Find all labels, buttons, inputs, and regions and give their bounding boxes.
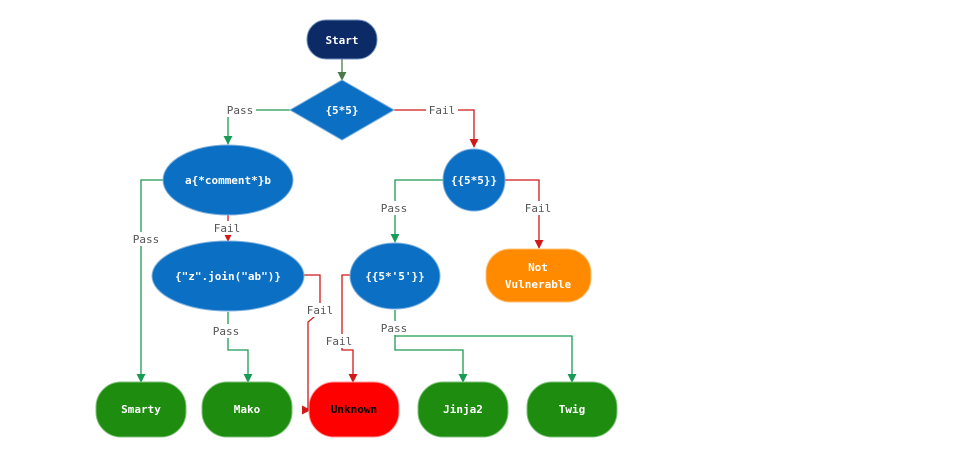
svg-text:{{5*'5'}}: {{5*'5'}} [365,270,425,283]
edge-d3-pass-twig [395,335,577,383]
svg-text:Unknown: Unknown [331,403,377,416]
node-smarty: Smarty [95,381,187,438]
svg-text:Not: Not [528,261,548,274]
svg-text:Twig: Twig [559,403,586,416]
svg-text:Start: Start [325,34,358,47]
svg-text:Mako: Mako [234,403,261,416]
node-double-brace-test: {{5*5}} [442,148,506,212]
node-not-vulnerable: Not Vulnerable [485,248,592,303]
label-d1-pass: Pass [227,104,254,117]
label-join-fail: Fail [307,304,334,317]
label-d1-fail: Fail [429,104,456,117]
edge-d1-fail-d2 [394,109,479,148]
label-d2-fail: Fail [525,202,552,215]
label-comment-pass: Pass [133,233,160,246]
node-start: Start [306,19,378,60]
label-d2-pass: Pass [381,202,408,215]
node-decision-5x5: {5*5} [288,79,396,141]
svg-text:{"z".join("ab")}: {"z".join("ab")} [175,270,281,283]
svg-text:Jinja2: Jinja2 [443,403,483,416]
edge-d3-fail-unknown [341,274,358,383]
edge-d2-pass-d3 [390,179,443,243]
label-comment-fail: Fail [214,222,241,235]
nodes: Start {5*5} a{*comment*}b {{5*5}} {"z".j… [95,19,618,438]
edge-d2-fail-notvuln [505,179,544,249]
label-join-pass: Pass [213,325,240,338]
node-jinja2: Jinja2 [417,381,509,438]
edge-comment-pass-smarty [136,179,163,383]
edge-labels: Pass Fail Pass Fail Pass Fail Pass Fail … [130,103,554,348]
node-mako: Mako [201,381,293,438]
svg-text:{5*5}: {5*5} [325,104,358,117]
svg-text:Smarty: Smarty [121,403,161,416]
node-unknown: Unknown [308,381,400,438]
svg-text:Vulnerable: Vulnerable [505,278,572,291]
label-d3-pass: Pass [381,322,408,335]
node-comment-test: a{*comment*}b [162,144,294,216]
svg-text:a{*comment*}b: a{*comment*}b [185,174,271,187]
edge-join-pass-mako [227,312,253,383]
svg-text:{{5*5}}: {{5*5}} [451,174,497,187]
node-string-multiply-test: {{5*'5'}} [349,242,441,310]
node-join-test: {"z".join("ab")} [151,240,305,312]
label-d3-fail: Fail [326,335,353,348]
node-twig: Twig [526,381,618,438]
edge-d3-pass-jinja2 [394,310,468,383]
